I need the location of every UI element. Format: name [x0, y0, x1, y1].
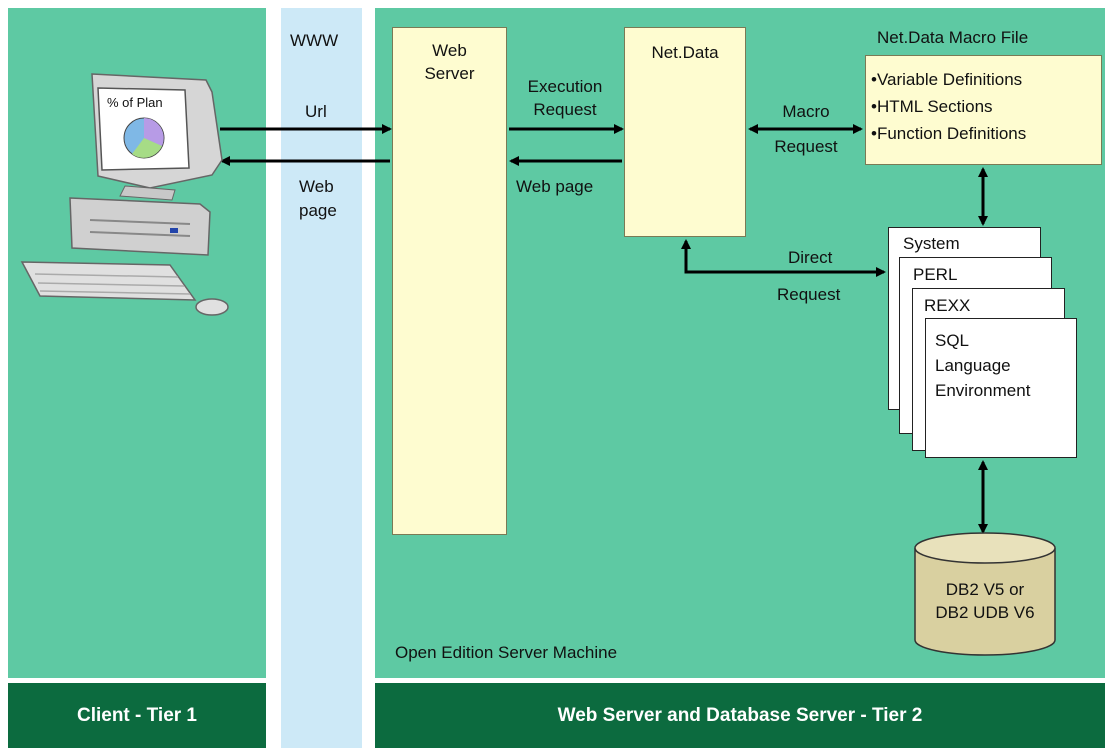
www-label: WWW — [290, 31, 339, 50]
web-server-box — [392, 27, 507, 535]
execution-request-label-2: Request — [533, 100, 597, 119]
web-server-title-2: Server — [424, 64, 475, 83]
server-machine-caption: Open Edition Server Machine — [395, 643, 618, 662]
macro-file-box — [865, 55, 1102, 165]
url-label: Url — [305, 102, 327, 121]
monitor-screen-text: % of Plan — [107, 95, 163, 110]
web-page-left-label-1: Web — [299, 177, 334, 196]
server-tier-label: Web Server and Database Server - Tier 2 — [557, 704, 923, 726]
macro-request-label-1: Macro — [782, 102, 830, 121]
client-tier-label: Client - Tier 1 — [76, 704, 197, 726]
env-system-label: System — [903, 234, 960, 253]
database-cylinder — [914, 532, 1056, 656]
macro-item-html: •HTML Sections — [871, 97, 993, 116]
macro-item-functions: •Function Definitions — [871, 124, 1027, 143]
client-computer-icon — [20, 73, 229, 316]
env-sql-label-2: Language — [935, 356, 1011, 375]
macro-file-title: Net.Data Macro File — [877, 28, 1029, 47]
env-sql-label-1: SQL — [935, 331, 970, 350]
macro-item-variables: •Variable Definitions — [871, 70, 1023, 89]
database-label-1: DB2 V5 or — [945, 580, 1025, 599]
web-server-title-1: Web — [432, 41, 467, 60]
env-perl-label: PERL — [913, 265, 958, 284]
client-tier-bar: Client - Tier 1 — [8, 683, 266, 748]
netdata-title: Net.Data — [651, 43, 719, 62]
www-panel — [281, 8, 362, 748]
direct-request-label-2: Request — [777, 285, 841, 304]
web-page-mid-label: Web page — [516, 177, 594, 196]
web-page-left-label-2: page — [299, 201, 337, 220]
env-card-sql — [925, 318, 1077, 458]
direct-request-arrow — [681, 239, 886, 277]
server-tier-bar: Web Server and Database Server - Tier 2 — [375, 683, 1105, 748]
macro-request-label-2: Request — [774, 137, 838, 156]
direct-request-label-1: Direct — [788, 248, 833, 267]
macro-file-items: •Variable Definitions •HTML Sections •Fu… — [871, 66, 1026, 147]
env-rexx-label: REXX — [924, 296, 971, 315]
netdata-box — [624, 27, 746, 237]
database-label-2: DB2 UDB V6 — [935, 603, 1035, 622]
env-sql-label-3: Environment — [935, 381, 1031, 400]
execution-request-label-1: Execution — [527, 77, 603, 96]
